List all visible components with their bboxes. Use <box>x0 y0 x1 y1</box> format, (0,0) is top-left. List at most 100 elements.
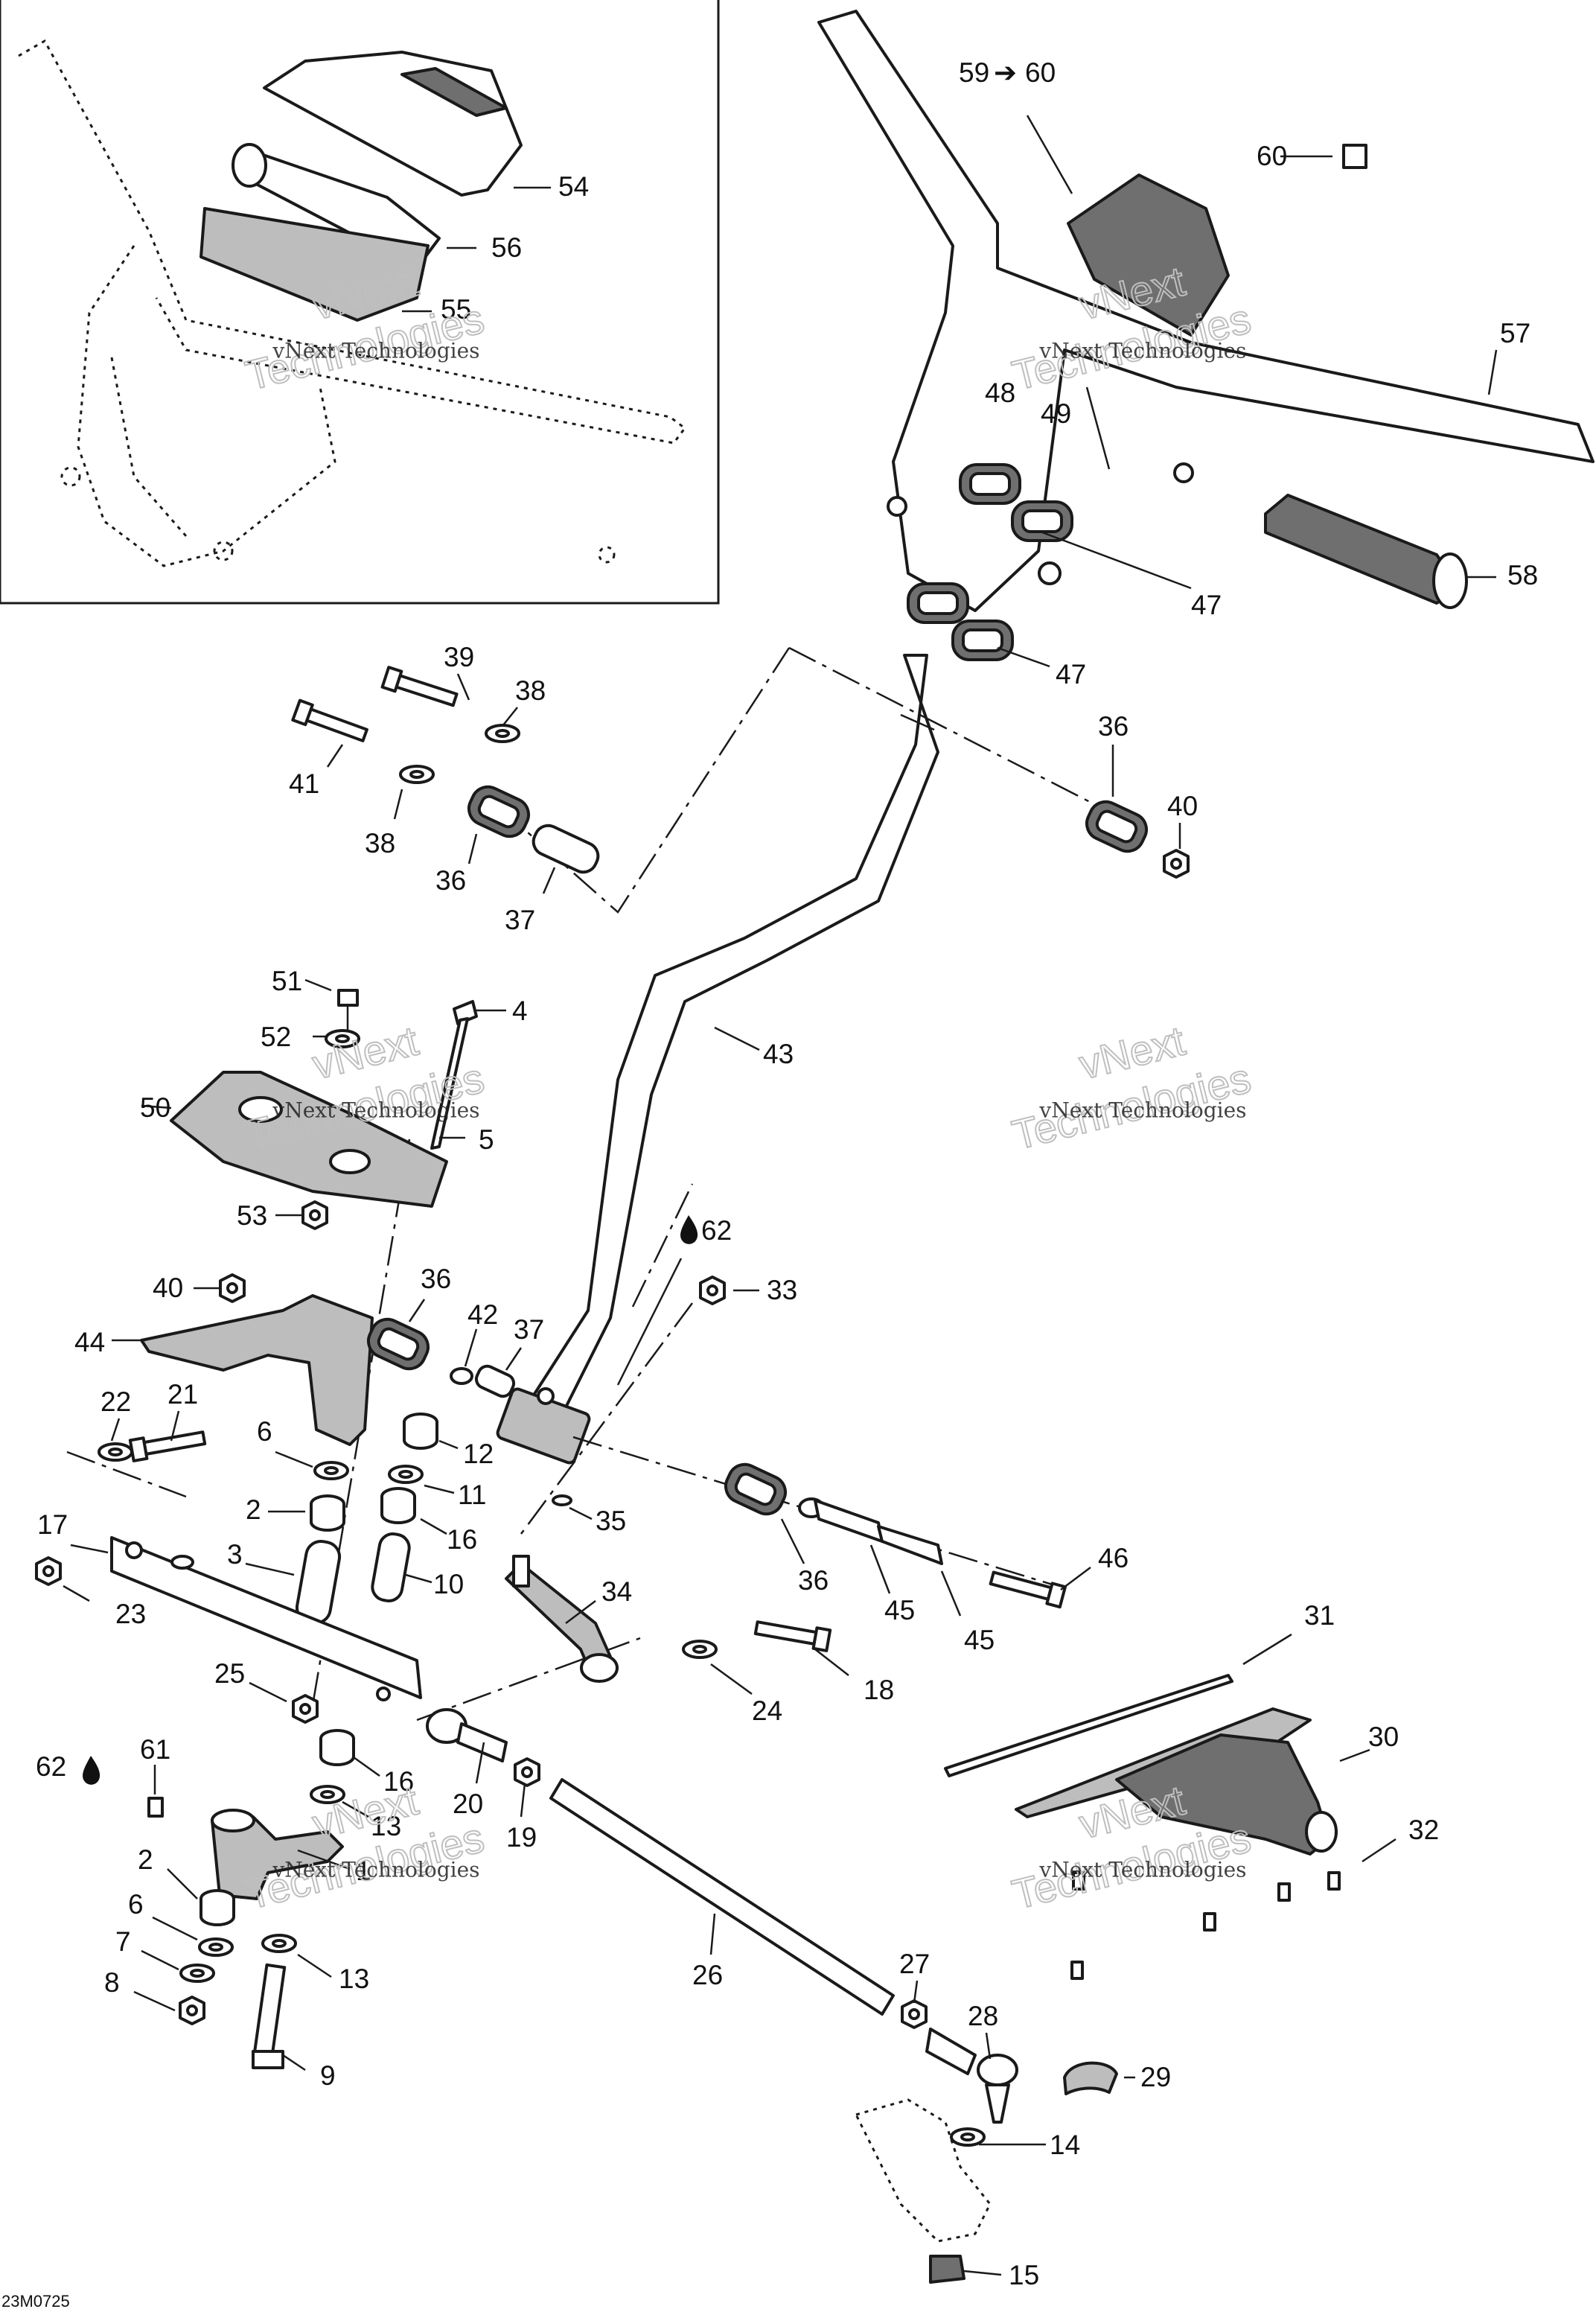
callout-20: 20 <box>453 1789 483 1819</box>
callout-55: 55 <box>441 294 471 325</box>
callout-59-to: 60 <box>1025 57 1056 88</box>
callout-45-right: 45 <box>964 1625 995 1655</box>
callout-19: 19 <box>506 1822 537 1853</box>
steering-column: 43 <box>496 654 939 1465</box>
callout-12: 12 <box>463 1439 494 1469</box>
callout-3: 3 <box>227 1539 243 1570</box>
callout-15: 15 <box>1009 2260 1039 2290</box>
callout-2-upper: 2 <box>246 1494 261 1525</box>
callout-60: 60 <box>1257 141 1287 171</box>
callout-47-lower: 47 <box>1056 659 1086 690</box>
callout-32: 32 <box>1408 1815 1439 1845</box>
callout-6-lower: 6 <box>128 1889 144 1920</box>
callout-16-lower: 16 <box>383 1766 414 1797</box>
callout-41: 41 <box>289 768 319 799</box>
callout-36-upper: 36 <box>435 865 466 896</box>
lower-left-stack: 2 6 7 8 13 9 <box>104 1844 369 2091</box>
arrow-icon: ➔ <box>994 57 1017 88</box>
lubricant-callout-lower: 62 61 <box>36 1734 170 1818</box>
knuckle-arm-group: 1 <box>211 1809 371 1900</box>
callout-53: 53 <box>237 1200 267 1231</box>
callout-38-upper: 38 <box>515 675 546 706</box>
oil-drop-icon-lower <box>83 1756 100 1785</box>
handlebar-pad-inset: 54 56 55 <box>0 0 720 605</box>
callout-28: 28 <box>968 2001 998 2031</box>
callout-58: 58 <box>1507 560 1538 590</box>
svg-text:vNext Technologies: vNext Technologies <box>1038 1098 1246 1123</box>
lower-pivot-group: 22 21 6 2 3 12 11 16 10 <box>98 1379 494 1625</box>
callout-7: 7 <box>115 1926 131 1957</box>
callout-35: 35 <box>596 1506 626 1536</box>
callout-4: 4 <box>512 996 528 1026</box>
drawing-id: 23M0725 <box>1 2292 70 2311</box>
callout-47-upper: 47 <box>1191 590 1222 620</box>
callout-29: 29 <box>1140 2062 1171 2092</box>
callout-9: 9 <box>320 2060 336 2091</box>
callout-36-right: 36 <box>1098 711 1129 742</box>
callout-37-upper: 37 <box>505 905 535 935</box>
callout-14: 14 <box>1050 2130 1080 2160</box>
tie-rod-group: 20 19 26 27 28 29 14 15 <box>426 1708 1171 2290</box>
grip-part <box>1264 494 1468 609</box>
watermark-4: vNext Technologies vNext Technologies <box>1007 1016 1256 1159</box>
callout-1: 1 <box>356 1856 371 1886</box>
lower-bushing-group: 16 13 <box>310 1729 414 1841</box>
callout-36-link: 36 <box>798 1565 829 1596</box>
column-bracket: 51 52 50 4 5 53 <box>140 966 528 1231</box>
callout-61: 61 <box>140 1734 170 1765</box>
callout-13-lower: 13 <box>339 1964 369 1994</box>
pad-cover-part <box>263 51 523 197</box>
lower-column-support: 40 44 36 42 37 <box>74 1264 544 1446</box>
callout-25: 25 <box>214 1658 245 1689</box>
callout-42: 42 <box>467 1299 498 1330</box>
svg-text:vNext Technologies: vNext Technologies <box>1038 1858 1246 1882</box>
callout-54: 54 <box>558 171 589 202</box>
column-nut-group: 33 <box>699 1275 797 1305</box>
callout-40-upper: 40 <box>1167 791 1198 821</box>
callout-50: 50 <box>140 1092 170 1123</box>
callout-5: 5 <box>479 1124 494 1155</box>
callout-46: 46 <box>1098 1543 1129 1573</box>
callout-6-upper: 6 <box>257 1416 272 1447</box>
callout-40-lower: 40 <box>153 1273 183 1303</box>
callout-23: 23 <box>115 1599 146 1629</box>
callout-24: 24 <box>752 1695 782 1726</box>
callout-18: 18 <box>864 1675 894 1705</box>
lubricant-callout-upper: 62 <box>616 1215 732 1386</box>
callout-56: 56 <box>491 232 522 263</box>
svg-text:vNext Technologies: vNext Technologies <box>1038 339 1246 363</box>
callout-44: 44 <box>74 1327 105 1357</box>
callout-62-lower: 62 <box>36 1751 66 1782</box>
callout-31: 31 <box>1304 1600 1335 1631</box>
callout-22: 22 <box>100 1386 131 1417</box>
callout-34: 34 <box>601 1576 632 1607</box>
callout-27: 27 <box>899 1949 930 1979</box>
callout-17: 17 <box>37 1509 68 1540</box>
callout-13-upper: 13 <box>371 1811 401 1841</box>
callout-49: 49 <box>1041 398 1071 429</box>
steering-boot-group: 31 30 32 <box>944 1600 1439 1980</box>
callout-11: 11 <box>458 1480 486 1510</box>
tie-link-group: 36 45 45 46 <box>718 1457 1129 1655</box>
upper-column-support: 39 38 41 38 36 37 36 40 <box>289 642 1198 935</box>
callout-26: 26 <box>692 1960 723 1990</box>
callout-48: 48 <box>985 378 1015 408</box>
svg-text:vNext Technologies: vNext Technologies <box>272 339 479 363</box>
callout-8: 8 <box>104 1967 120 1998</box>
callout-16-upper: 16 <box>447 1524 477 1555</box>
callout-43: 43 <box>763 1039 794 1069</box>
callout-30: 30 <box>1368 1722 1399 1752</box>
handlebar-assembly: 59 ➔ 60 60 57 48 49 58 47 47 <box>817 10 1595 690</box>
callout-10: 10 <box>433 1569 464 1599</box>
oil-drop-icon <box>680 1215 698 1244</box>
callout-59: 59 <box>959 57 989 88</box>
callout-21: 21 <box>167 1379 198 1410</box>
callout-45-left: 45 <box>884 1595 915 1625</box>
callout-57: 57 <box>1500 318 1530 348</box>
callout-33: 33 <box>767 1275 797 1305</box>
svg-text:vNext Technologies: vNext Technologies <box>272 1858 479 1882</box>
callout-38-lower: 38 <box>365 828 395 859</box>
callout-37-lower: 37 <box>514 1314 544 1345</box>
pivot-plate-group: 17 23 25 <box>35 1509 422 1724</box>
